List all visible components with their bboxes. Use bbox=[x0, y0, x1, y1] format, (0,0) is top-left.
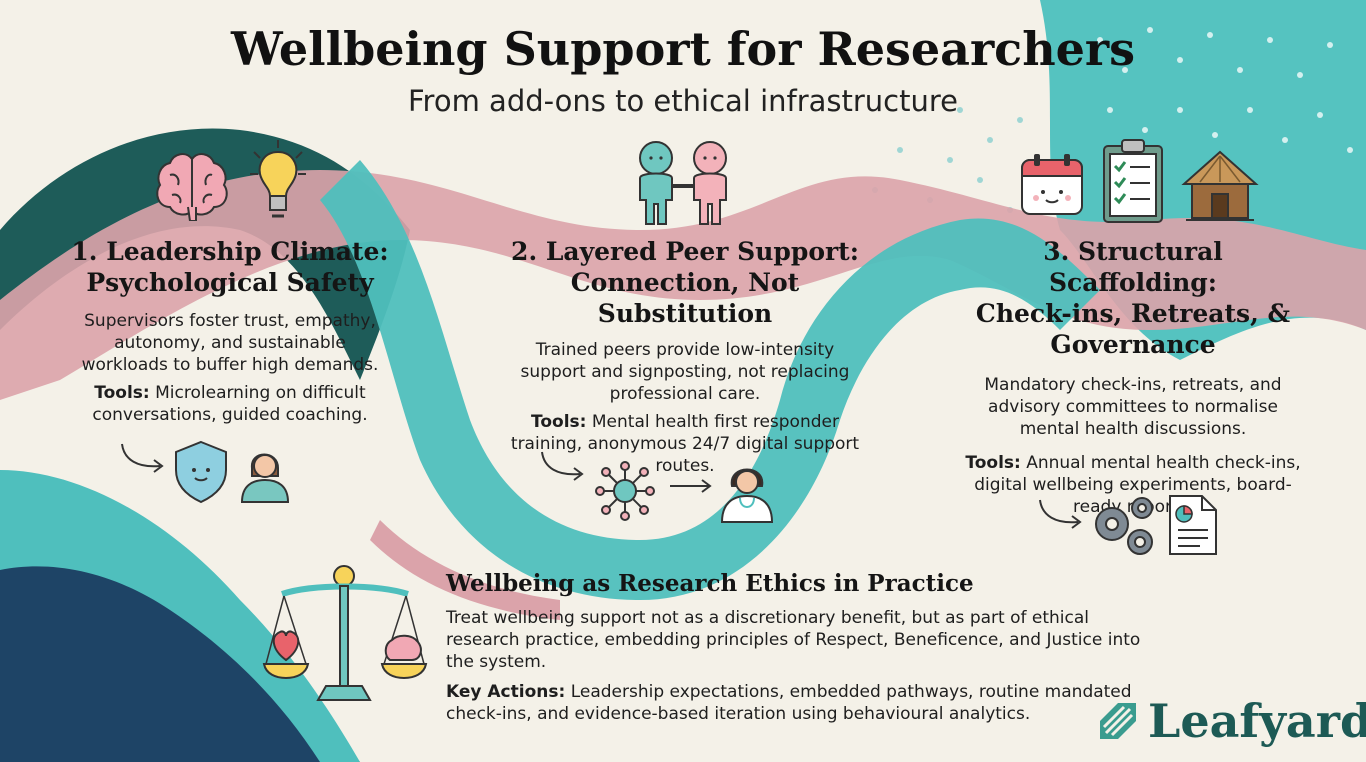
calendar-icon bbox=[1018, 150, 1086, 222]
ethics-actions: Key Actions: Leadership expectations, em… bbox=[446, 681, 1166, 725]
brand-logo: Leafyard bbox=[1098, 694, 1366, 748]
person-icon bbox=[238, 440, 292, 508]
ethics-section: Wellbeing as Research Ethics in Practice… bbox=[446, 570, 1166, 725]
section-2-body: Trained peers provide low-intensity supp… bbox=[520, 340, 850, 404]
ethics-actions-text: Leadership expectations, embedded pathwa… bbox=[446, 682, 1132, 724]
page-subtitle: From add-ons to ethical infrastructure bbox=[407, 84, 959, 118]
arrow-icon bbox=[538, 448, 588, 486]
section-3: 3. Structural Scaffolding: Check-ins, Re… bbox=[960, 236, 1306, 518]
section-1-heading-line1: 1. Leadership Climate: bbox=[71, 237, 389, 266]
section-3-heading-line2: Check-ins, Retreats, & bbox=[975, 299, 1291, 328]
gears-icon bbox=[1088, 494, 1158, 562]
doctor-icon bbox=[718, 456, 776, 528]
brain-icon bbox=[150, 145, 236, 225]
ethics-body: Treat wellbeing support not as a discret… bbox=[446, 608, 1141, 672]
section-1-tools: Tools: Microlearning on difficult conver… bbox=[70, 382, 390, 426]
hut-icon bbox=[1180, 148, 1260, 228]
scales-icon bbox=[262, 560, 428, 708]
leaf-logo-icon bbox=[1098, 701, 1138, 741]
ethics-heading: Wellbeing as Research Ethics in Practice bbox=[446, 570, 974, 597]
section-2-heading-line2: Connection, Not Substitution bbox=[570, 268, 800, 328]
clipboard-icon bbox=[1100, 138, 1166, 228]
holding-hands-icon bbox=[620, 138, 746, 232]
arrow-icon bbox=[118, 440, 168, 478]
report-icon bbox=[1166, 492, 1220, 562]
shield-icon bbox=[172, 440, 230, 508]
section-3-body: Mandatory check-ins, retreats, and advis… bbox=[984, 375, 1282, 439]
section-2-tools-label: Tools: bbox=[531, 412, 587, 432]
section-3-heading-line3: Governance bbox=[1050, 330, 1216, 359]
section-1-heading-line2: Psychological Safety bbox=[86, 268, 374, 297]
lightbulb-icon bbox=[248, 138, 308, 228]
ethics-actions-label: Key Actions: bbox=[446, 682, 566, 702]
section-2-heading: 2. Layered Peer Support: Connection, Not… bbox=[490, 236, 880, 329]
arrow-icon bbox=[1036, 496, 1086, 534]
section-2-tools-text: Mental health first responder training, … bbox=[510, 412, 860, 476]
section-3-heading: 3. Structural Scaffolding: Check-ins, Re… bbox=[960, 236, 1306, 360]
section-2: 2. Layered Peer Support: Connection, Not… bbox=[490, 236, 880, 477]
network-icon bbox=[592, 460, 658, 526]
section-2-tools: Tools: Mental health first responder tra… bbox=[490, 411, 880, 477]
arrow-icon bbox=[666, 476, 716, 500]
page-title: Wellbeing Support for Researchers bbox=[230, 22, 1136, 76]
section-1: 1. Leadership Climate: Psychological Saf… bbox=[70, 236, 390, 426]
brand-name: Leafyard bbox=[1148, 694, 1366, 748]
section-1-heading: 1. Leadership Climate: Psychological Saf… bbox=[70, 236, 390, 298]
section-1-tools-text: Microlearning on difficult conversations… bbox=[92, 383, 368, 425]
section-3-heading-line1: 3. Structural Scaffolding: bbox=[1043, 237, 1223, 297]
section-2-heading-line1: 2. Layered Peer Support: bbox=[511, 237, 859, 266]
section-1-tools-label: Tools: bbox=[94, 383, 150, 403]
section-3-tools-label: Tools: bbox=[965, 453, 1021, 473]
section-1-body: Supervisors foster trust, empathy, auton… bbox=[81, 311, 379, 375]
